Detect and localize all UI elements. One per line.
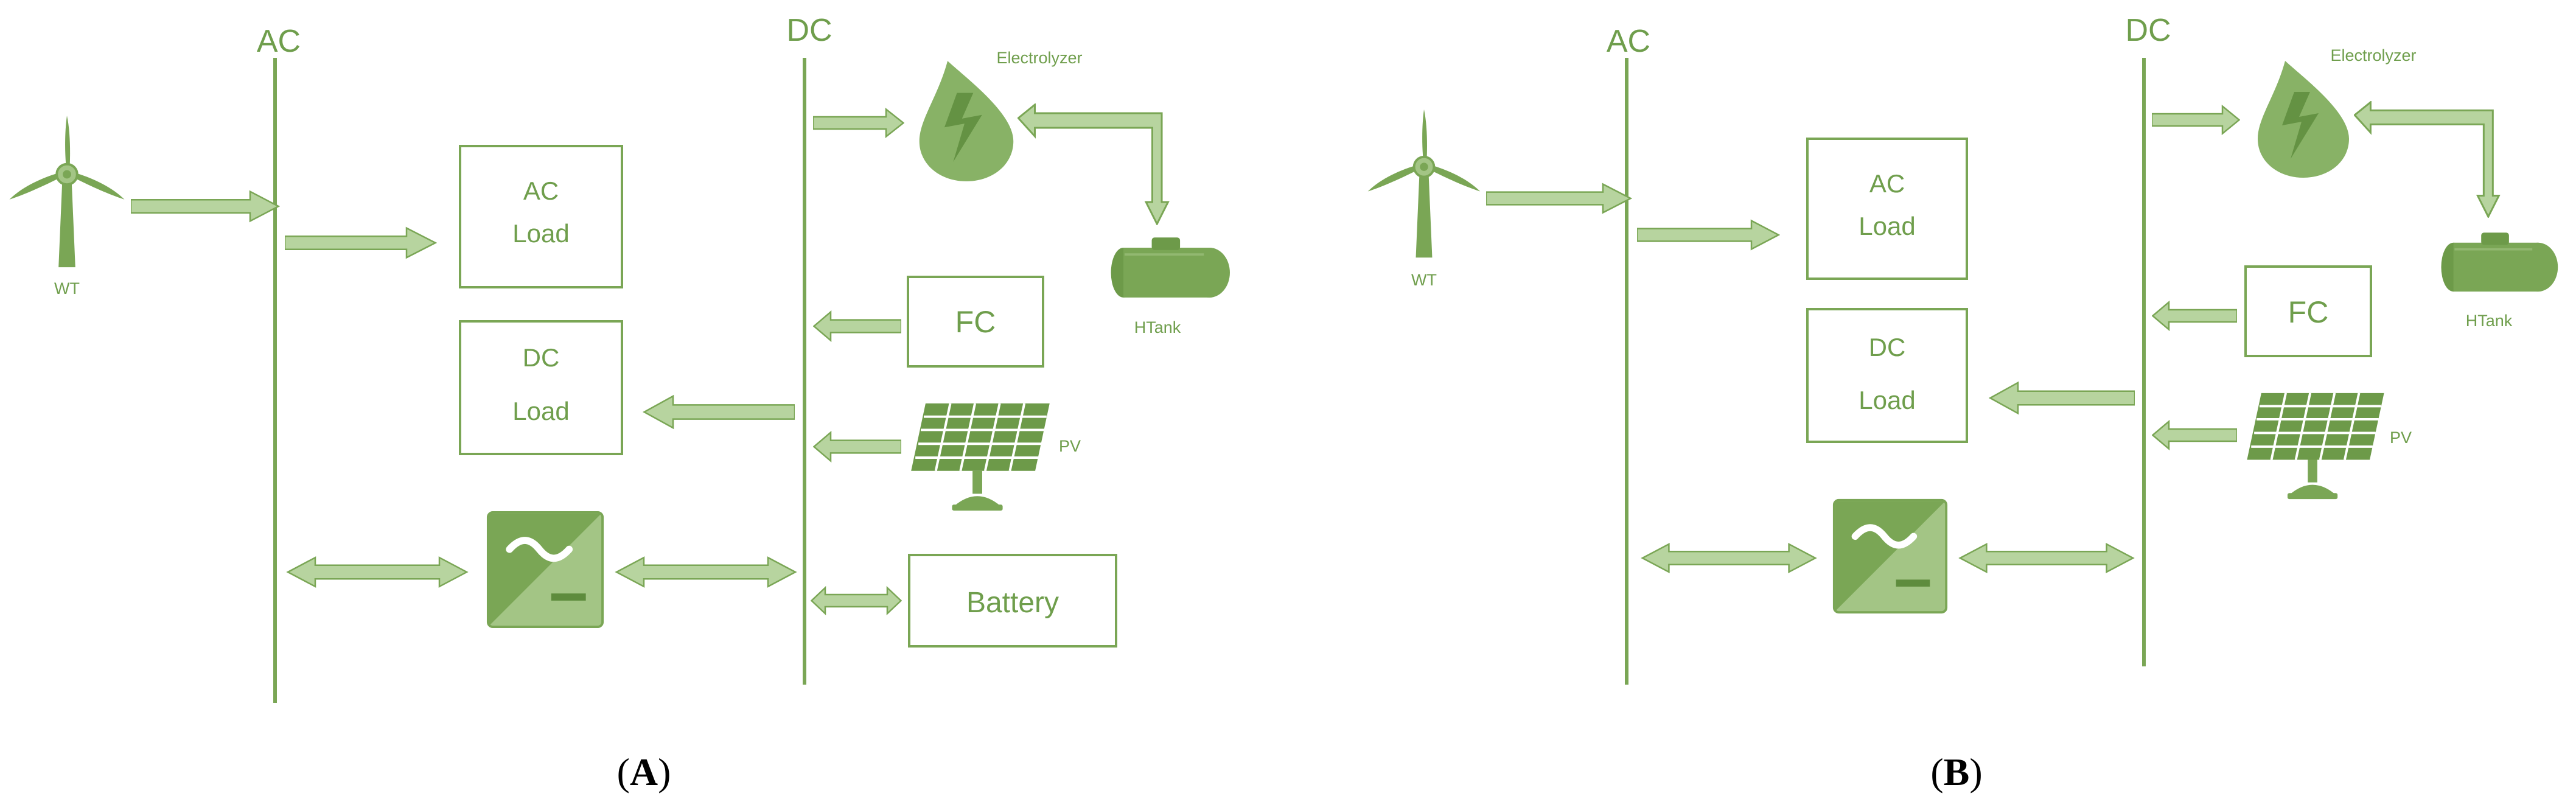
arrow-fc-to-dc-a <box>813 310 901 342</box>
arrow-dc-to-dcload-a <box>644 396 795 428</box>
fc-box-a <box>907 276 1044 368</box>
arrow-ac-converter-b <box>1642 544 1815 572</box>
arrow-converter-dc-b <box>1960 544 2133 572</box>
wt-label-b: WT <box>1411 271 1437 289</box>
battery-label-a: Battery <box>966 587 1059 619</box>
fc-label-a: FC <box>955 305 996 339</box>
ac-load-label-line1-b: AC <box>1869 169 1905 198</box>
wind-turbine-icon <box>1366 108 1482 259</box>
panel-label-a: (A) <box>617 750 671 794</box>
dc-load-label-line2-a: Load <box>512 397 569 425</box>
arrow-fc-to-dc-b <box>2152 301 2237 331</box>
htank-icon <box>1109 236 1231 299</box>
electrolyzer-label-a: Electrolyzer <box>996 49 1082 67</box>
ac-load-label-line1-a: AC <box>523 176 559 205</box>
ac-load-box-a <box>459 145 623 288</box>
panel-a: AC DC WT AC Load DC Load Electrolyzer <box>8 13 1231 794</box>
panel-b: AC DC WT AC Load DC Load Electrolyzer <box>1366 13 2560 794</box>
htank-icon <box>2440 231 2560 293</box>
pv-icon <box>2246 391 2386 501</box>
ac-load-label-line2-b: Load <box>1859 212 1915 240</box>
converter-icon <box>488 512 602 627</box>
electrolyzer-icon <box>919 61 1014 181</box>
arrow-dc-battery-a <box>811 586 902 615</box>
wt-label-a: WT <box>54 279 80 298</box>
arrow-electrolyzer-htank-a <box>1017 103 1169 225</box>
electrolyzer-icon <box>2258 61 2349 178</box>
dc-bus-label-b: DC <box>2125 13 2171 48</box>
htank-label-a: HTank <box>1134 318 1181 337</box>
arrow-converter-dc-a <box>616 557 795 587</box>
fc-box-b <box>2244 265 2372 357</box>
dc-load-label-line1-b: DC <box>1869 333 1906 361</box>
arrow-pv-to-dc-b <box>2152 420 2237 450</box>
ac-bus-label-b: AC <box>1607 24 1650 59</box>
dc-load-label-line1-a: DC <box>523 343 560 372</box>
ac-load-box-b <box>1806 138 1968 280</box>
arrow-dc-to-dcload-b <box>1990 383 2135 413</box>
arrow-wt-to-ac-a <box>131 192 279 222</box>
dc-load-box-b <box>1806 308 1968 443</box>
wind-turbine-icon <box>8 114 126 269</box>
arrow-ac-to-acload-a <box>285 228 436 258</box>
converter-icon <box>1834 500 1946 612</box>
arrow-wt-to-ac-b <box>1486 184 1631 213</box>
ac-load-label-line2-a: Load <box>512 219 569 248</box>
arrow-dc-to-electrolyzer-a <box>813 108 904 138</box>
dc-load-box-a <box>459 320 623 455</box>
electrolyzer-label-b: Electrolyzer <box>2330 46 2416 65</box>
battery-box-a <box>908 554 1117 648</box>
arrow-ac-to-acload-b <box>1637 221 1779 250</box>
pv-icon <box>910 402 1051 512</box>
arrow-dc-to-electrolyzer-b <box>2152 105 2240 135</box>
pv-label-a: PV <box>1059 437 1081 455</box>
arrow-ac-converter-a <box>288 557 467 587</box>
pv-label-b: PV <box>2390 428 2412 447</box>
ac-bus-label-a: AC <box>257 24 301 59</box>
htank-label-b: HTank <box>2466 312 2513 330</box>
fc-label-b: FC <box>2288 295 2329 329</box>
arrow-electrolyzer-htank-b <box>2354 101 2500 218</box>
arrow-pv-to-dc-a <box>813 431 901 463</box>
dc-bus-label-a: DC <box>786 13 832 48</box>
dc-load-label-line2-b: Load <box>1859 386 1915 414</box>
panel-label-b: (B) <box>1930 750 1982 794</box>
